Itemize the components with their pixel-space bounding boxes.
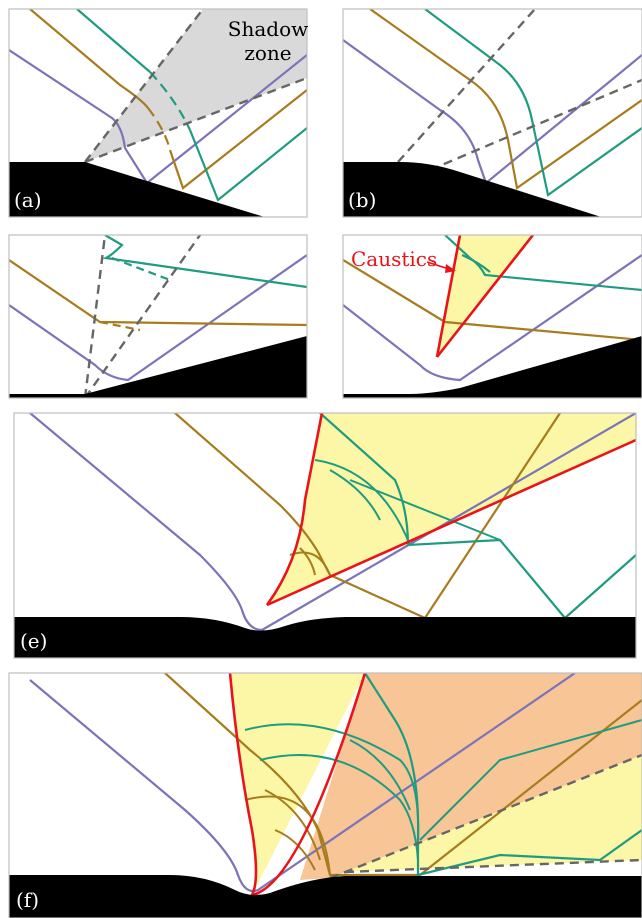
panel-label: (e) — [20, 629, 47, 653]
ground — [343, 336, 642, 398]
caustic-line — [435, 235, 462, 358]
panel-label: (f) — [16, 888, 39, 912]
caustic-line — [265, 413, 324, 606]
green-ray — [319, 413, 636, 620]
caustic-line — [266, 438, 636, 607]
green-ray — [329, 469, 381, 521]
green-ray — [419, 719, 642, 841]
gold-ray-shadow — [147, 107, 172, 151]
gold-ray — [343, 259, 642, 342]
ground — [14, 617, 636, 658]
green-ray — [349, 739, 411, 811]
green-ray-shadow — [111, 256, 171, 282]
caustic-region-yellow — [230, 673, 365, 895]
panel-d: Caustics (d) — [342, 234, 642, 399]
purple-ray — [29, 413, 636, 632]
green-ray — [461, 253, 491, 273]
shadow-zone-region — [85, 9, 307, 162]
dashed-line — [344, 858, 642, 874]
green-ray — [76, 9, 151, 73]
gold-ray — [29, 9, 149, 109]
shadow-boundary-dashed — [84, 76, 307, 164]
dashed-line — [429, 78, 642, 172]
gold-ray — [264, 789, 321, 861]
gold-ray — [164, 673, 642, 877]
gold-ray-reflect — [168, 89, 307, 190]
green-ray — [259, 754, 419, 861]
caustic-line — [228, 673, 258, 896]
green-ray-reflect — [188, 127, 307, 202]
ground — [9, 336, 307, 398]
gold-ray — [369, 9, 642, 190]
panel-c: (c) — [8, 234, 308, 399]
green-ray — [102, 235, 307, 289]
caustic-line — [435, 235, 535, 358]
purple-ray — [343, 254, 642, 382]
green-ray — [349, 479, 501, 541]
caustic-region-orange — [300, 673, 642, 880]
shadow-boundary-dashed — [84, 9, 204, 163]
panel-label: (b) — [348, 188, 376, 212]
caustics-arrowhead — [445, 264, 456, 273]
purple-ray — [343, 39, 642, 185]
purple-ray — [9, 254, 307, 382]
caustics-label: Caustics — [351, 247, 437, 271]
gold-ray — [244, 795, 331, 876]
shadow-zone-label: zone — [244, 41, 291, 65]
panel-label: (a) — [14, 188, 42, 212]
ground — [9, 875, 642, 918]
gold-ray — [299, 547, 316, 576]
panel-label: (d) — [606, 369, 634, 393]
dashed-line — [329, 753, 642, 880]
caustic-region — [267, 413, 636, 605]
dashed-line — [83, 235, 107, 398]
ground — [9, 162, 265, 217]
purple-ray — [29, 673, 576, 893]
panel-label: (c) — [272, 369, 299, 393]
green-ray — [364, 673, 642, 877]
green-ray — [424, 9, 642, 197]
dashed-line — [397, 9, 536, 163]
panel-e: (e) — [13, 412, 637, 659]
shadow-zone-label: Shadow — [228, 17, 308, 41]
green-ray — [244, 723, 420, 841]
caustic-line — [251, 673, 367, 897]
dashed-line — [84, 235, 201, 398]
green-ray — [314, 459, 411, 546]
panel-f: (f) — [8, 672, 642, 918]
panel-b: (b) — [342, 8, 642, 218]
purple-ray — [9, 49, 307, 185]
panel-a: (a) Shadow zone — [8, 8, 308, 218]
ground — [343, 162, 602, 217]
gold-ray-shadow — [99, 320, 141, 332]
